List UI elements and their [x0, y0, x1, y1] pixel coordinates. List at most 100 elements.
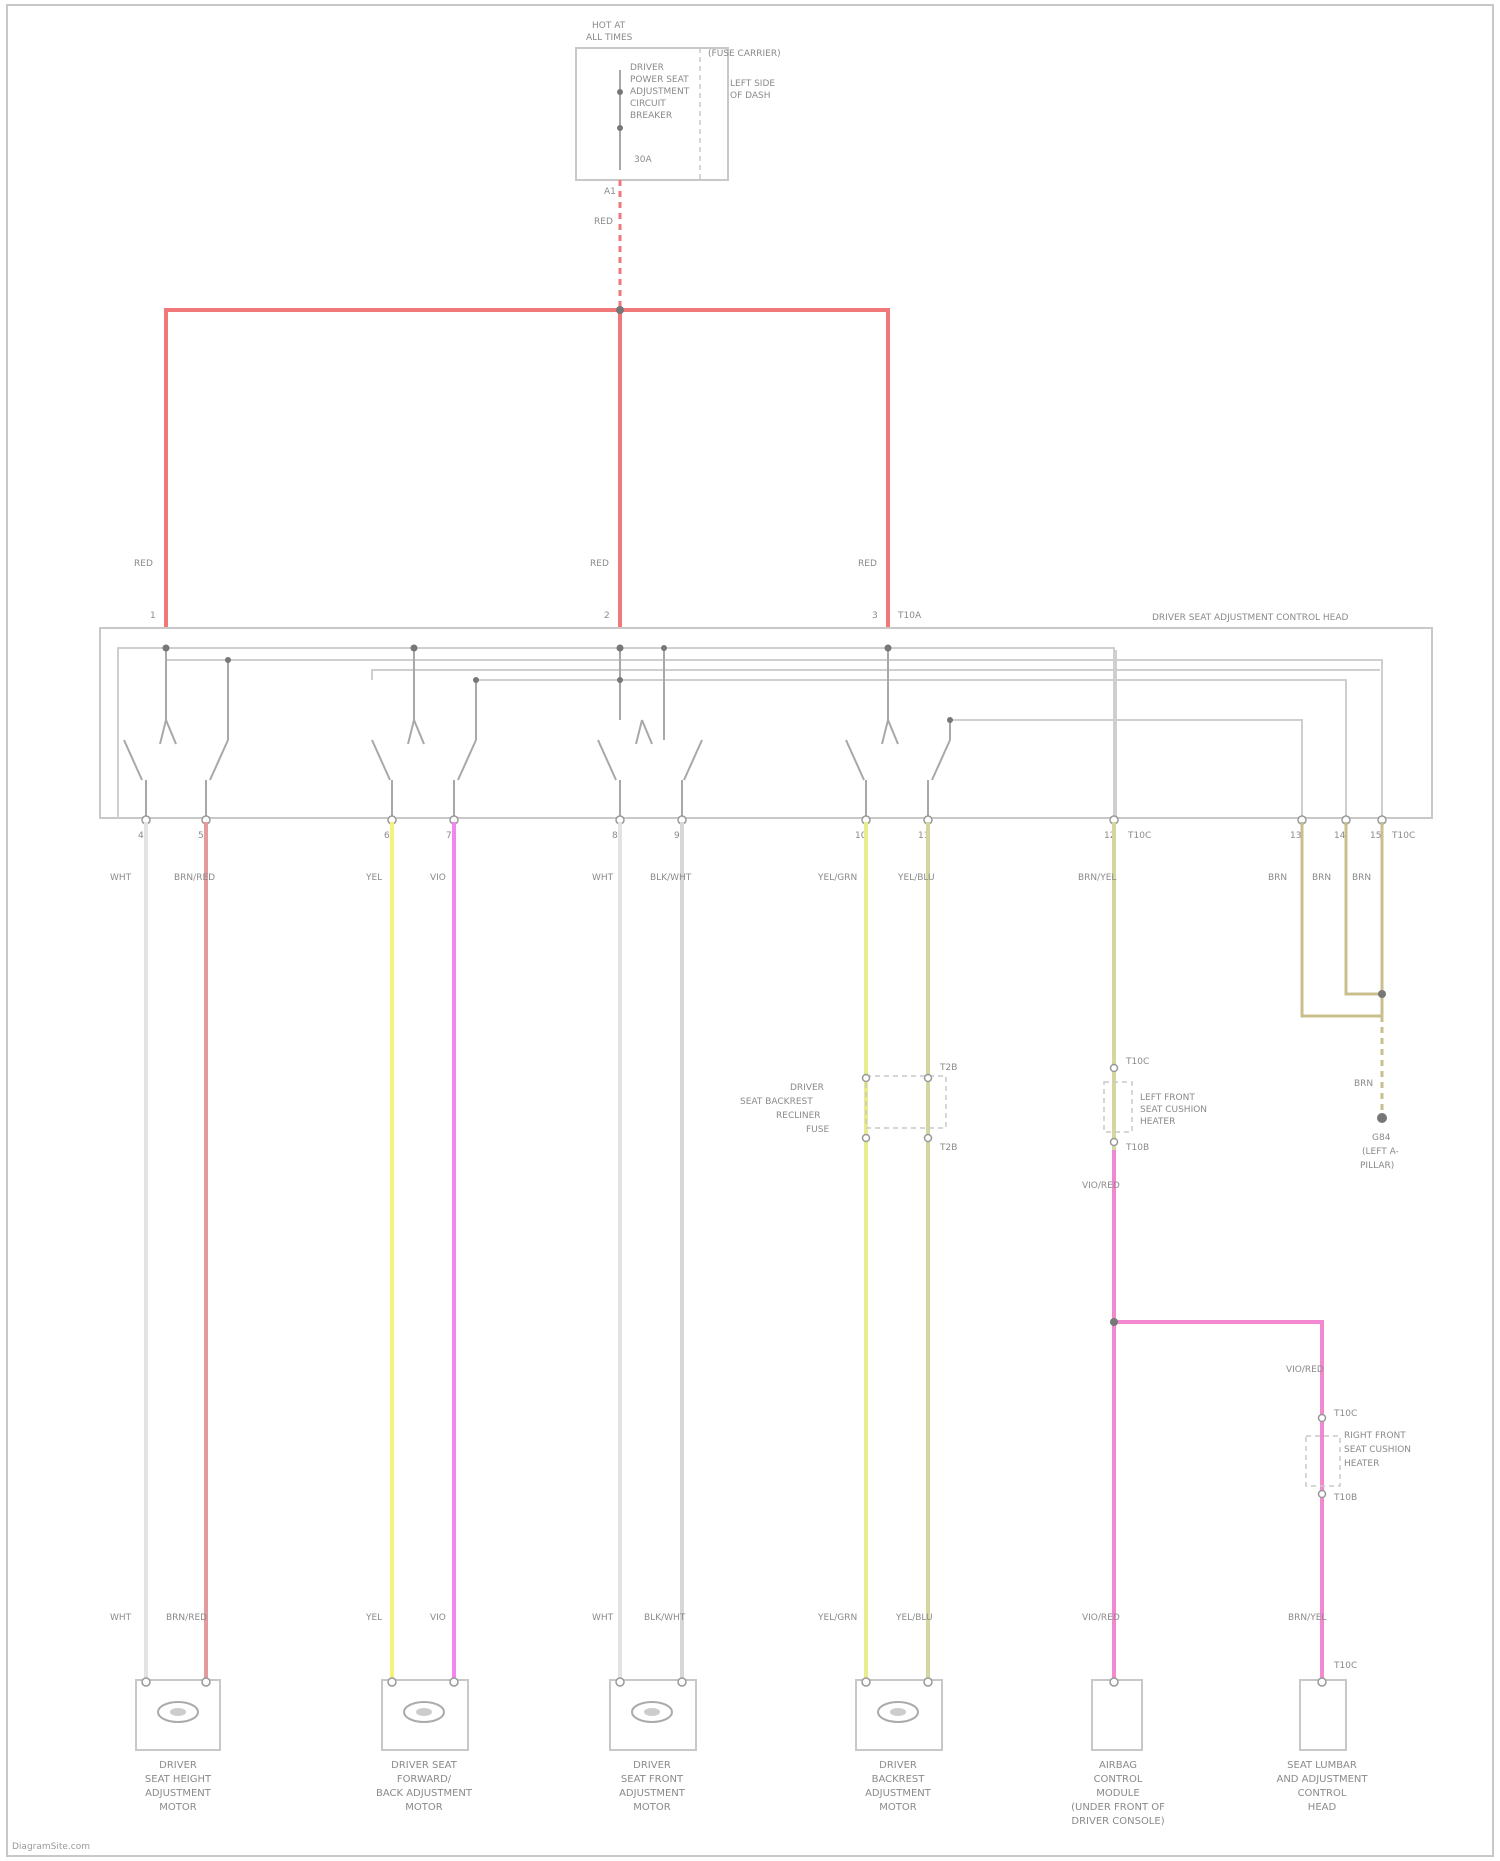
svg-text:SEAT HEIGHT: SEAT HEIGHT [145, 1774, 212, 1785]
pin-connector-label-right: T10C [1391, 831, 1415, 841]
svg-text:BLK/WHT: BLK/WHT [644, 1613, 686, 1623]
svg-text:SEAT CUSHION: SEAT CUSHION [1140, 1105, 1207, 1115]
internal-bus-c [372, 670, 1380, 680]
svg-text:6: 6 [384, 831, 390, 841]
output-wires [146, 822, 1387, 1680]
fuse-name-4: CIRCUIT [630, 99, 666, 109]
svg-text:HEATER: HEATER [1140, 1117, 1175, 1127]
svg-text:AIRBAG: AIRBAG [1099, 1760, 1137, 1771]
svg-text:MOTOR: MOTOR [159, 1802, 196, 1813]
svg-text:WHT: WHT [110, 1613, 132, 1623]
svg-text:ADJUSTMENT: ADJUSTMENT [145, 1788, 212, 1799]
control-head-box [100, 628, 1432, 818]
module-pin-numbers: 4 5 6 7 8 9 10 11 12 13 14 15 T10C T10C [138, 831, 1415, 841]
svg-text:AND ADJUSTMENT: AND ADJUSTMENT [1276, 1774, 1368, 1785]
svg-text:SEAT CUSHION: SEAT CUSHION [1344, 1445, 1411, 1455]
recliner-fuse-connector: DRIVER SEAT BACKREST RECLINER FUSE T2B T… [740, 1063, 957, 1153]
svg-text:YEL/GRN: YEL/GRN [817, 1613, 857, 1623]
internal-bus-d [476, 680, 1346, 818]
left-front-connector: LEFT FRONT SEAT CUSHION HEATER T10C T10B [1104, 1057, 1207, 1153]
switch-seat-height [124, 645, 231, 819]
ground-wire-label: BRN [1354, 1079, 1373, 1089]
recliner-fuse-label-4: FUSE [806, 1125, 829, 1135]
internal-bus-b [166, 660, 1382, 818]
internal-bus-a [118, 648, 1114, 818]
svg-text:DRIVER: DRIVER [879, 1760, 917, 1771]
svg-text:VIO: VIO [430, 873, 446, 883]
output-wire-labels-bottom: WHT BRN/RED YEL VIO WHT BLK/WHT YEL/GRN … [110, 1181, 1326, 1623]
svg-text:T10C: T10C [1333, 1409, 1357, 1419]
svg-text:7: 7 [446, 831, 452, 841]
upper-pin-right: 3 [872, 611, 878, 621]
svg-text:HEAD: HEAD [1308, 1802, 1337, 1813]
recliner-fuse-label-2: SEAT BACKREST [740, 1097, 813, 1107]
pin-connector-label: T10C [1127, 831, 1151, 841]
fuse-carrier-label: (FUSE CARRIER) [708, 49, 781, 59]
recliner-fuse-pin-top: T2B [939, 1063, 957, 1073]
svg-text:(LEFT A-: (LEFT A- [1362, 1147, 1399, 1157]
motor-recliner-symbol [856, 1678, 942, 1750]
svg-text:BACK ADJUSTMENT: BACK ADJUSTMENT [376, 1788, 473, 1799]
recliner-fuse-pin-bottom: T2B [939, 1143, 957, 1153]
svg-text:DRIVER SEAT: DRIVER SEAT [391, 1760, 458, 1771]
motor-backrest-symbol [382, 1678, 468, 1750]
svg-text:HEATER: HEATER [1344, 1459, 1379, 1469]
svg-text:CONTROL: CONTROL [1094, 1774, 1143, 1785]
svg-text:YEL/GRN: YEL/GRN [817, 873, 857, 883]
module-connector-label: T10A [897, 611, 922, 621]
red-splice [616, 306, 624, 314]
svg-text:MODULE: MODULE [1096, 1788, 1139, 1799]
right-bottom-wire-label: BRN/YEL [1288, 1613, 1326, 1623]
upper-pin-mid: 2 [604, 611, 610, 621]
svg-text:13: 13 [1290, 831, 1301, 841]
internal-bus-e [950, 720, 1302, 818]
output-wire-labels-top: WHT BRN/RED YEL VIO WHT BLK/WHT YEL/GRN … [110, 873, 1371, 883]
svg-text:LEFT FRONT: LEFT FRONT [1140, 1093, 1195, 1103]
fuse-amp: 30A [634, 155, 652, 165]
site-footer: DiagramSite.com [12, 1842, 90, 1852]
lumbar-module-symbol: T10C [1300, 1661, 1357, 1750]
svg-text:BRN/RED: BRN/RED [174, 873, 215, 883]
airbag-module-symbol [1092, 1678, 1142, 1750]
fuse-name-2: POWER SEAT [630, 75, 689, 85]
svg-text:SEAT FRONT: SEAT FRONT [621, 1774, 684, 1785]
svg-text:ADJUSTMENT: ADJUSTMENT [865, 1788, 932, 1799]
upper-wire-label-mid: RED [590, 559, 609, 569]
svg-text:ADJUSTMENT: ADJUSTMENT [619, 1788, 686, 1799]
svg-text:T10B: T10B [1125, 1143, 1149, 1153]
recliner-fuse-label-1: DRIVER [790, 1083, 824, 1093]
svg-text:5: 5 [198, 831, 204, 841]
upper-wire-label-left: RED [134, 559, 153, 569]
svg-text:MOTOR: MOTOR [879, 1802, 916, 1813]
upper-pin-left: 1 [150, 611, 156, 621]
svg-text:WHT: WHT [110, 873, 132, 883]
svg-text:CONTROL: CONTROL [1298, 1788, 1347, 1799]
svg-text:YEL: YEL [365, 1613, 382, 1623]
upper-wire-label-right: RED [858, 559, 877, 569]
svg-text:MOTOR: MOTOR [633, 1802, 670, 1813]
svg-text:YEL: YEL [365, 873, 382, 883]
fuse-pin: A1 [604, 187, 616, 197]
svg-text:DRIVER: DRIVER [633, 1760, 671, 1771]
svg-text:14: 14 [1334, 831, 1346, 841]
svg-text:VIO/RED: VIO/RED [1082, 1613, 1120, 1623]
svg-text:FORWARD/: FORWARD/ [397, 1774, 452, 1785]
feed-wire-label: RED [594, 217, 613, 227]
fuse-name-1: DRIVER [630, 63, 664, 73]
red-bus [166, 310, 888, 628]
right-bottom-pin: T10C [1333, 1661, 1357, 1671]
svg-text:8: 8 [612, 831, 618, 841]
motor-seat-front-symbol [610, 1678, 696, 1750]
svg-text:YEL/BLU: YEL/BLU [895, 1613, 933, 1623]
fuse-terminal-top [617, 89, 623, 95]
recliner-fuse-label-3: RECLINER [776, 1111, 821, 1121]
svg-text:4: 4 [138, 831, 144, 841]
svg-text:PILLAR): PILLAR) [1360, 1161, 1394, 1171]
svg-text:WHT: WHT [592, 873, 614, 883]
svg-text:MOTOR: MOTOR [405, 1802, 442, 1813]
svg-text:SEAT LUMBAR: SEAT LUMBAR [1287, 1760, 1357, 1771]
fuse-location-1: LEFT SIDE [730, 79, 775, 89]
svg-text:DRIVER: DRIVER [159, 1760, 197, 1771]
fuse-location-2: OF DASH [730, 91, 771, 101]
